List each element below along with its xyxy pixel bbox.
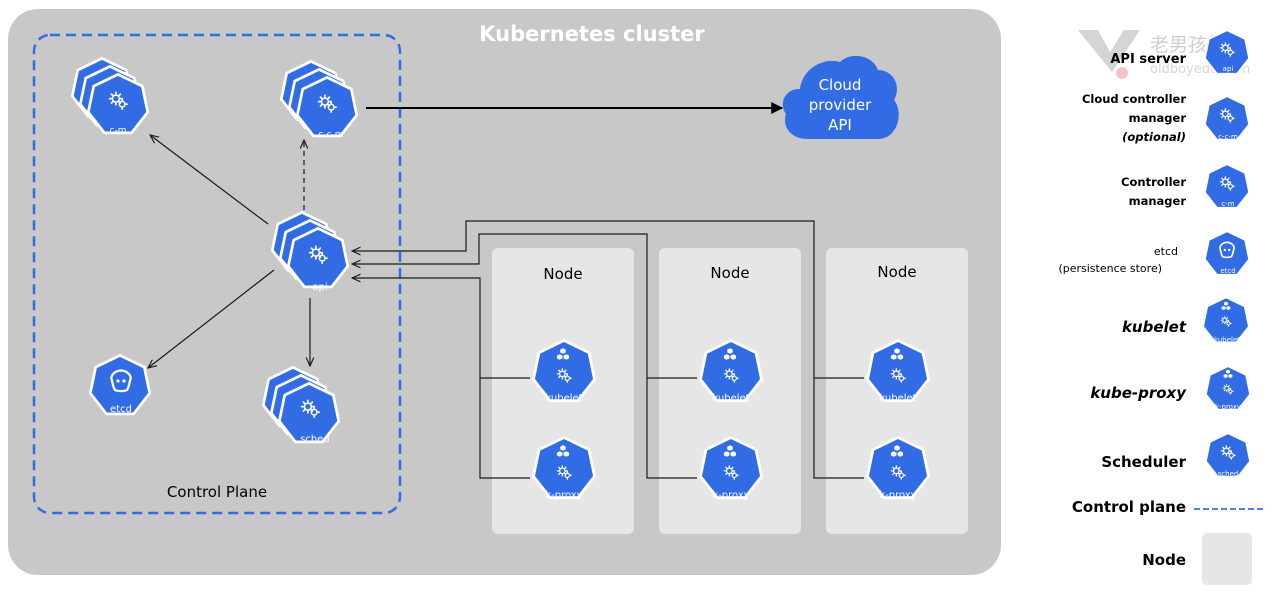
legend: 老男孩教育 oldboyedu.com API server api Cloud… xyxy=(1058,29,1266,585)
legend-kproxy-icon: k-proxy xyxy=(1204,365,1252,411)
legend-cm-label-1: Controller xyxy=(1121,175,1186,189)
sched-icon: sched xyxy=(261,366,341,445)
control-plane-boundary xyxy=(32,33,402,515)
node-title-2: Node xyxy=(710,264,749,282)
cloud-line1: Cloud xyxy=(819,76,862,94)
ccm-icon: c-c-m xyxy=(279,60,359,140)
svg-text:c-m: c-m xyxy=(110,126,127,136)
api-to-cm-arrow xyxy=(150,135,269,225)
svg-text:k-proxy: k-proxy xyxy=(1215,403,1241,411)
svg-text:api: api xyxy=(1223,65,1234,73)
legend-etcd-label-2: (persistence store) xyxy=(1058,262,1162,275)
kubelet-icon-node3: kubelet xyxy=(866,339,930,404)
legend-kubeproxy-label: kube-proxy xyxy=(1090,384,1187,402)
svg-text:c-c-m: c-c-m xyxy=(318,130,343,140)
cm-icon: c-m xyxy=(70,57,150,136)
cloud-provider-api: Cloud provider API xyxy=(782,55,899,139)
svg-text:c-c-m: c-c-m xyxy=(1218,133,1238,141)
node-api-connections xyxy=(352,220,864,479)
etcd-icon: etcd xyxy=(88,354,152,416)
svg-text:etcd: etcd xyxy=(1220,267,1235,275)
legend-cm-label-2: manager xyxy=(1129,194,1187,208)
svg-text:k-proxy: k-proxy xyxy=(545,490,582,501)
legend-api-label: API server xyxy=(1110,52,1186,67)
svg-text:kubelet: kubelet xyxy=(1214,336,1240,344)
legend-cm-icon: c-m xyxy=(1203,163,1251,209)
legend-sched-icon: sched xyxy=(1204,432,1252,478)
svg-text:sched: sched xyxy=(1218,470,1239,478)
svg-text:c-m: c-m xyxy=(1221,200,1234,208)
kubelet-icon-node2: kubelet xyxy=(699,339,763,404)
legend-ccm-icon: c-c-m xyxy=(1203,95,1251,141)
control-plane-label: Control Plane xyxy=(167,483,267,501)
kproxy-icon-node1: k-proxy xyxy=(532,436,596,501)
legend-api-icon: api xyxy=(1203,29,1251,75)
kproxy-icon-node3: k-proxy xyxy=(866,436,930,501)
legend-kubelet-label: kubelet xyxy=(1122,318,1187,336)
svg-text:sched: sched xyxy=(300,434,330,445)
legend-node-label: Node xyxy=(1142,551,1186,569)
svg-text:etcd: etcd xyxy=(110,404,132,415)
legend-controlplane-label: Control plane xyxy=(1072,498,1186,516)
legend-etcd-icon: etcd xyxy=(1203,230,1251,276)
cloud-line2: provider xyxy=(809,96,872,114)
legend-node-swatch xyxy=(1202,533,1252,585)
legend-etcd-label-1: etcd xyxy=(1154,245,1178,258)
cloud-line3: API xyxy=(828,116,852,134)
legend-ccm-label-3: (optional) xyxy=(1122,130,1186,144)
legend-ccm-label-2: manager xyxy=(1129,111,1187,125)
node-title-3: Node xyxy=(877,263,916,281)
kproxy-icon-node2: k-proxy xyxy=(699,436,763,501)
svg-text:kubelet: kubelet xyxy=(545,393,582,404)
svg-text:k-proxy: k-proxy xyxy=(712,490,749,501)
legend-kubelet-icon: kubelet xyxy=(1201,296,1251,344)
api-to-etcd-arrow xyxy=(148,269,275,368)
svg-text:kubelet: kubelet xyxy=(879,393,916,404)
legend-scheduler-label: Scheduler xyxy=(1101,453,1186,471)
svg-text:kubelet: kubelet xyxy=(712,393,749,404)
legend-ccm-label-1: Cloud controller xyxy=(1082,92,1186,106)
cluster-title: Kubernetes cluster xyxy=(479,22,705,46)
node-title-1: Node xyxy=(543,265,582,283)
svg-text:k-proxy: k-proxy xyxy=(879,490,916,501)
api-icon: api xyxy=(270,211,350,293)
kubelet-icon-node1: kubelet xyxy=(532,339,596,404)
svg-text:api: api xyxy=(312,282,327,293)
